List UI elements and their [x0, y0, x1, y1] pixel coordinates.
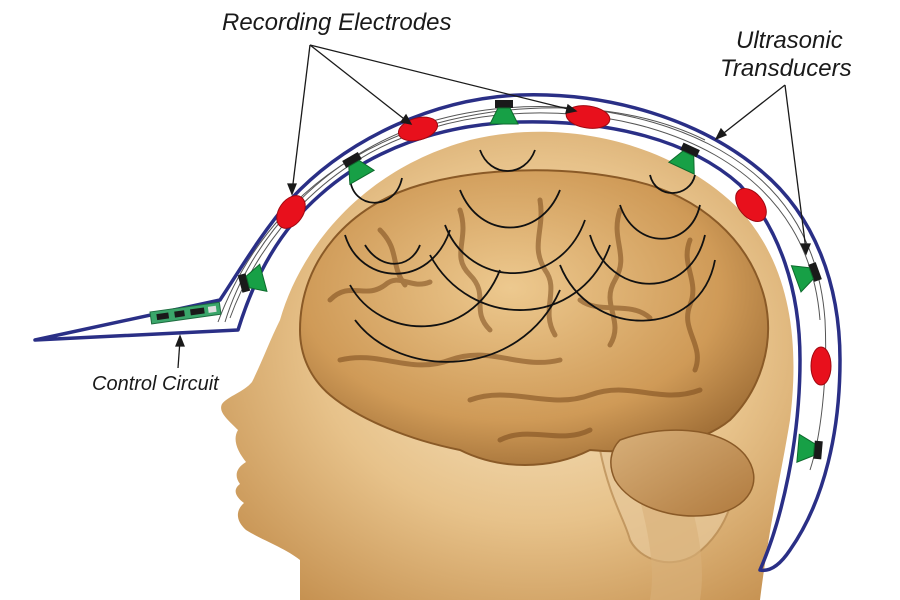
ultrasound-waves — [344, 149, 716, 363]
transducer-icon — [237, 263, 268, 293]
brain-folds — [327, 197, 703, 443]
label-ultrasonic-line2: Transducers — [720, 55, 852, 82]
electrode-icon — [276, 195, 306, 229]
transducer-icon — [796, 433, 823, 463]
transducer-icon — [489, 100, 519, 125]
leader-lines — [175, 44, 811, 369]
circuit-board-icon — [149, 301, 222, 325]
electrode-icon — [810, 346, 832, 386]
label-ultrasonic-line1: Ultrasonic — [736, 27, 843, 54]
label-control-circuit: Control Circuit — [92, 373, 220, 395]
spine-illustration — [640, 500, 702, 600]
transducer-icon — [790, 262, 822, 293]
transducers — [237, 100, 823, 463]
electrode-icon — [735, 188, 767, 222]
label-recording-electrodes: Recording Electrodes — [222, 9, 451, 36]
cerebellum-illustration — [610, 429, 755, 517]
transducer-icon — [667, 142, 700, 175]
transducer-icon — [342, 152, 376, 186]
